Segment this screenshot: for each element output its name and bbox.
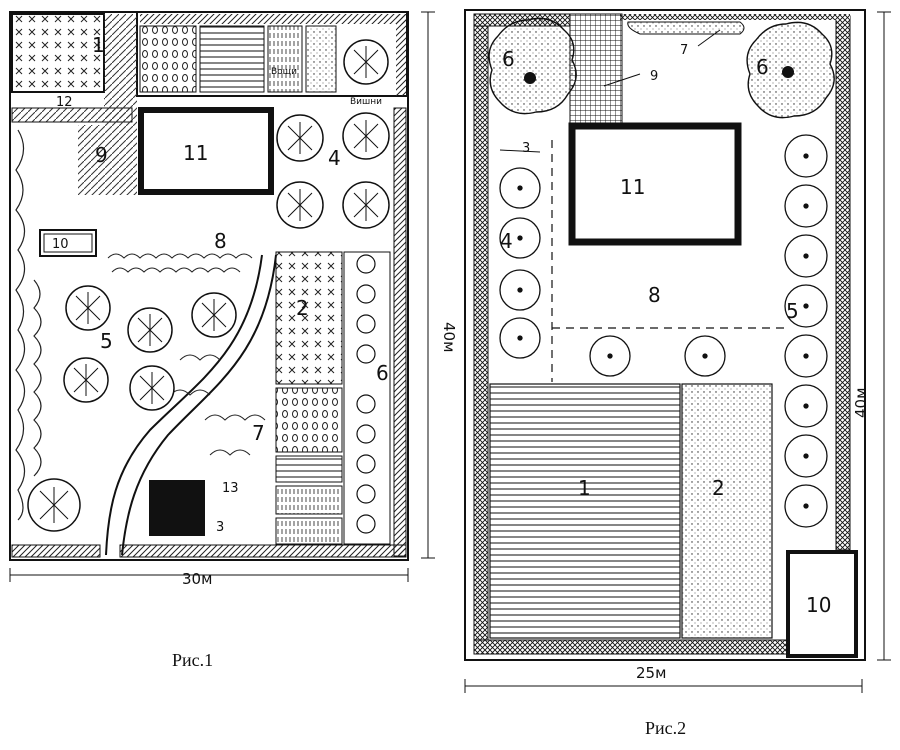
fruit-trees-4 [276, 112, 390, 229]
svg-text:13: 13 [222, 481, 239, 496]
bed-1 [11, 13, 105, 93]
svg-text:11: 11 [620, 175, 645, 199]
figure-1-plan: 1 2 3 4 5 6 7 8 9 11 12 13 10 Вощи Вишни… [9, 11, 458, 588]
svg-text:3: 3 [216, 520, 224, 535]
flower-border-8 [107, 253, 253, 273]
svg-text:12: 12 [56, 95, 73, 110]
svg-text:2: 2 [296, 296, 309, 320]
svg-text:9: 9 [95, 143, 108, 167]
figure-1-caption: Рис.1 [172, 650, 214, 670]
flower-bed-7 [627, 21, 745, 35]
svg-text:11: 11 [183, 141, 208, 165]
berry-bushes-6 [343, 251, 391, 545]
svg-text:6: 6 [502, 47, 515, 71]
shrubs-5 [784, 134, 828, 528]
fig1-labels: 1 2 3 4 5 6 7 8 9 11 12 13 10 Вощи Вишни [52, 33, 389, 535]
svg-text:8: 8 [214, 229, 227, 253]
svg-text:7: 7 [680, 43, 688, 58]
figure-2-caption: Рис.2 [645, 718, 687, 738]
hedge-bottom [119, 544, 407, 558]
shrub-border-left [15, 129, 26, 521]
curved-path [105, 254, 263, 556]
hedge-bottom [473, 639, 789, 655]
hedge-right [393, 107, 407, 557]
svg-text:4: 4 [328, 146, 341, 170]
fig2-labels: 1 2 3 4 5 6 6 7 8 9 10 11 [500, 43, 831, 617]
house-11 [568, 122, 742, 246]
bed-1 [489, 383, 681, 639]
svg-text:6: 6 [756, 55, 769, 79]
fig1-dimensions [9, 11, 435, 582]
top-beds [136, 11, 408, 97]
svg-text:10: 10 [806, 593, 831, 617]
path-9 [569, 13, 623, 125]
svg-text:Вощи: Вощи [271, 67, 297, 77]
svg-text:5: 5 [786, 299, 799, 323]
trees-4 [499, 167, 726, 377]
path-9 [78, 14, 137, 195]
svg-text:10: 10 [52, 237, 69, 252]
svg-text:3: 3 [522, 141, 530, 156]
svg-text:1: 1 [578, 476, 591, 500]
hedge-right [835, 15, 851, 551]
svg-text:7: 7 [252, 421, 265, 445]
beds-2 [275, 251, 343, 545]
lawn-8 [551, 140, 784, 382]
svg-text:Вишни: Вишни [350, 97, 382, 107]
svg-text:8: 8 [648, 283, 661, 307]
svg-text:1: 1 [92, 33, 105, 57]
svg-text:4: 4 [500, 229, 513, 253]
bed-2 [681, 383, 773, 639]
fig2-height-label: 40м [852, 388, 870, 418]
svg-text:5: 5 [100, 329, 113, 353]
shed-10 [786, 550, 858, 658]
house-11 [138, 107, 274, 195]
hedge-left-3 [473, 15, 489, 653]
orchard-trees [27, 39, 389, 532]
svg-text:9: 9 [650, 69, 658, 84]
compost-13 [149, 480, 205, 536]
fig2-dimensions [464, 11, 891, 693]
fig1-width-label: 30м [182, 570, 212, 588]
fig1-height-label: 40м [440, 322, 458, 352]
svg-text:6: 6 [376, 361, 389, 385]
svg-text:2: 2 [712, 476, 725, 500]
figure-2-plan: 1 2 3 4 5 6 6 7 8 9 10 11 25м 40м [464, 9, 891, 693]
fig2-width-label: 25м [636, 664, 666, 682]
